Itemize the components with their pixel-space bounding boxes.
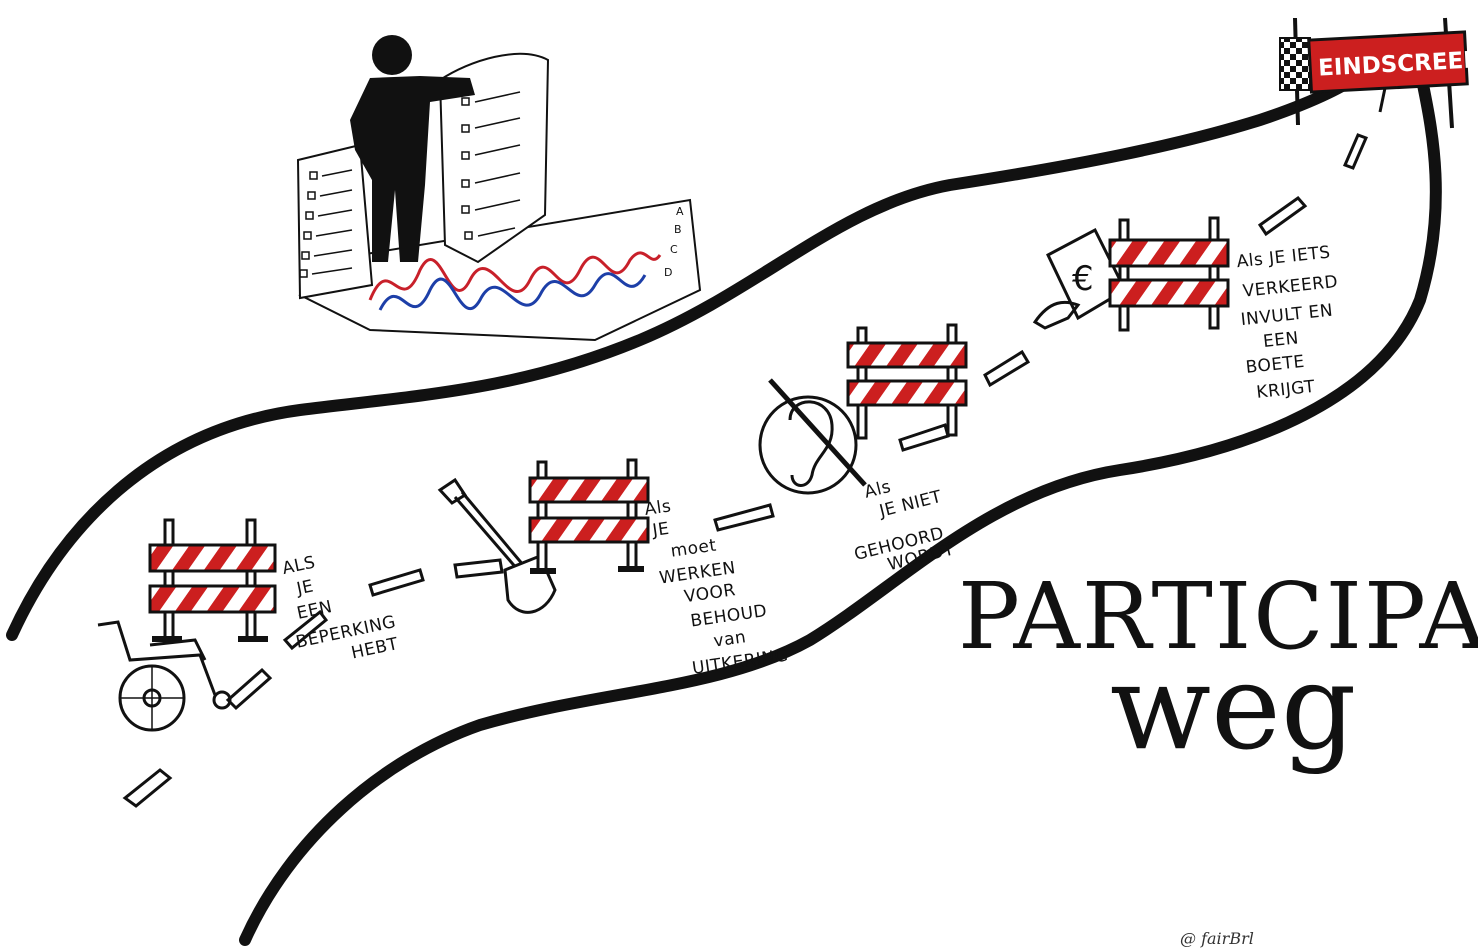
caption-line: van <box>712 627 747 651</box>
caption-line: Als <box>643 496 672 520</box>
barrier-3: Als JE NIET GEHOORD WORDT <box>838 325 966 582</box>
caption-line: EEN <box>1262 328 1300 352</box>
roadblock-icon <box>150 520 275 642</box>
barrier-3-caption: Als JE NIET GEHOORD WORDT <box>838 465 957 582</box>
road <box>12 70 1436 940</box>
svg-text:€: € <box>1072 259 1094 299</box>
caption-line: BEHOUD <box>689 601 768 632</box>
barrier-2-caption: Als JE moet WERKEN VOOR BEHOUD van UITKE… <box>643 483 789 682</box>
caption-line: JE <box>294 576 316 599</box>
caption-line: BOETE <box>1245 352 1306 378</box>
form-left-icon <box>298 145 372 298</box>
roadblock-icon <box>1110 218 1228 330</box>
title-sub: weg <box>1110 638 1356 776</box>
barrier-4: Als JE IETS VERKEERD INVULT EN EEN BOETE… <box>1110 218 1350 404</box>
caption-line: ALS <box>280 552 317 579</box>
caption-line: EEN <box>295 597 334 624</box>
roadblock-icon <box>848 325 966 438</box>
barrier-1-caption: ALS JE EEN BEPERKING HEBT <box>279 539 403 675</box>
barrier-1: ALS JE EEN BEPERKING HEBT <box>98 520 402 730</box>
roadblock-icon <box>530 460 648 574</box>
artist-signature: @ fairBrl <box>1180 929 1254 948</box>
barrier-2: Als JE moet WERKEN VOOR BEHOUD van UITKE… <box>530 460 790 682</box>
caption-line: VERKEERD <box>1242 272 1339 302</box>
maze-option-d: D <box>664 266 672 279</box>
caption-line: KRIJGT <box>1255 377 1316 403</box>
caption-line: INVULT EN <box>1240 301 1334 331</box>
finish-sign-icon: EINDSCREEP <box>1280 18 1478 128</box>
maze-option-a: A <box>676 205 684 218</box>
caption-line: Als JE IETS <box>1236 243 1332 273</box>
maze-option-b: B <box>674 223 682 236</box>
barrier-4-caption: Als JE IETS VERKEERD INVULT EN EEN BOETE… <box>1234 242 1350 404</box>
caption-line: JE <box>650 519 670 541</box>
caption-line: moet <box>669 535 717 561</box>
road-lower-edge <box>245 70 1436 940</box>
person-with-forms-icon: A B C D <box>298 35 700 340</box>
maze-option-c: C <box>670 243 678 256</box>
